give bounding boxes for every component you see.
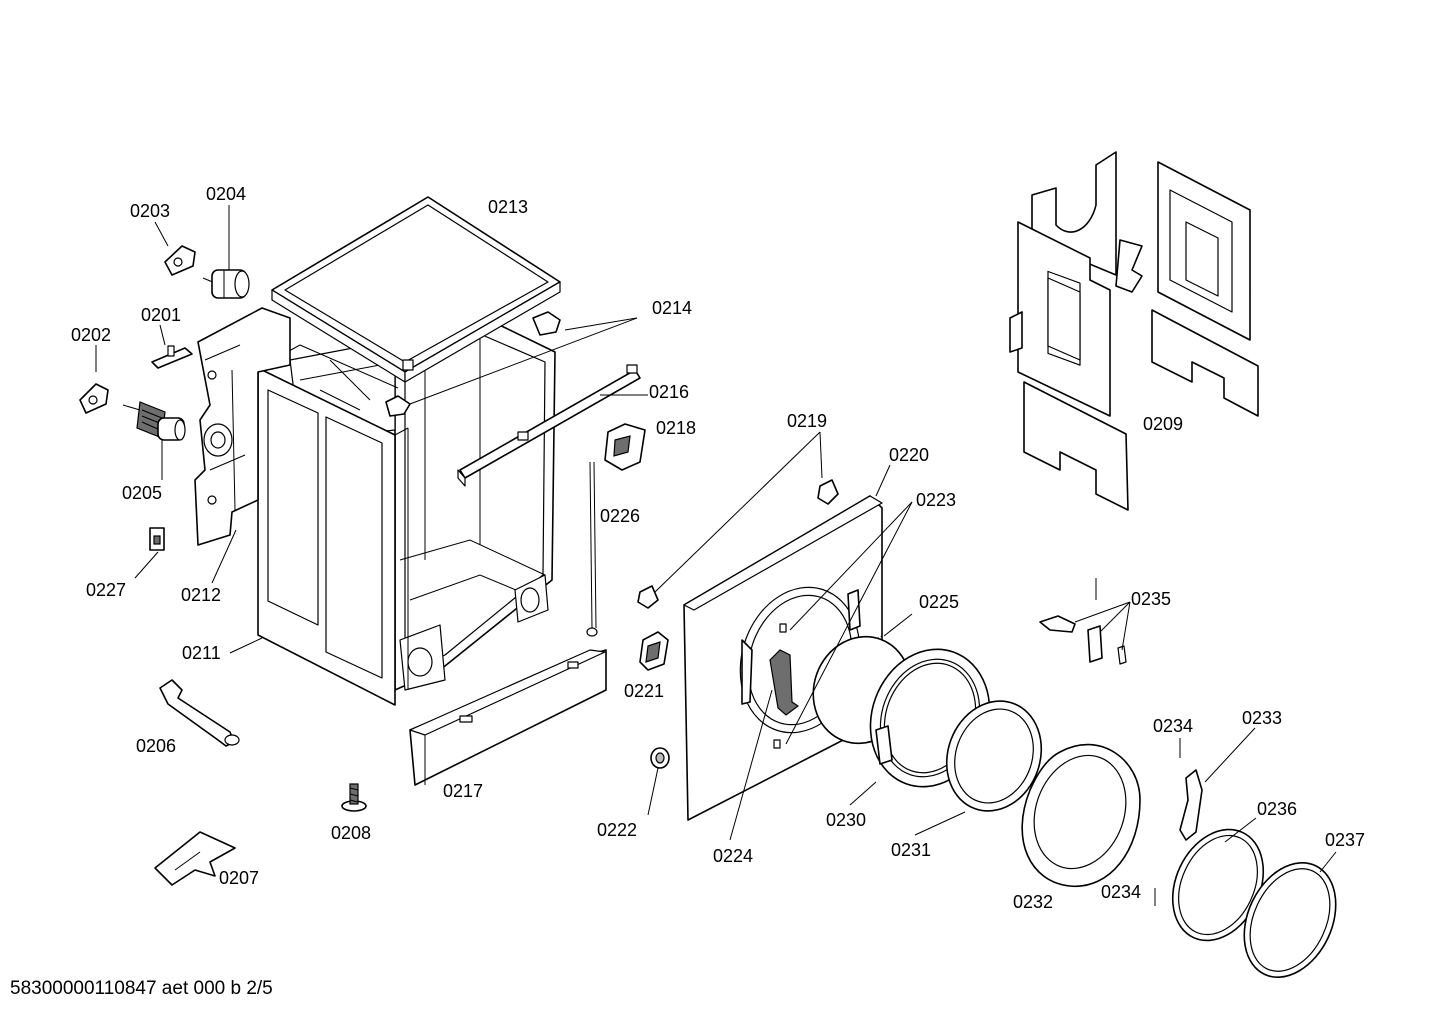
label-0216: 0216	[649, 382, 689, 402]
spanner-0206	[159, 679, 240, 747]
label-0237: 0237	[1325, 830, 1365, 850]
label-0219: 0219	[787, 411, 827, 431]
label-0227: 0227	[86, 580, 126, 600]
door-trim-ring-0237	[1243, 861, 1337, 979]
label-0201: 0201	[141, 305, 181, 325]
door-handle-part	[1154, 738, 1203, 906]
side-panel-part	[194, 307, 291, 546]
label-0231: 0231	[891, 840, 931, 860]
label-0222: 0222	[597, 820, 637, 840]
insulation-panels-part	[1009, 151, 1259, 511]
door-outer-ring-part	[1021, 743, 1141, 887]
label-0212: 0212	[181, 585, 221, 605]
label-0230: 0230	[826, 810, 866, 830]
label-0214: 0214	[652, 298, 692, 318]
label-0236: 0236	[1257, 799, 1297, 819]
cable-tie-part	[586, 461, 598, 637]
document-code-footer: 58300000110847 aet 000 b 2/5	[10, 978, 273, 999]
label-0204: 0204	[206, 184, 246, 204]
label-0202: 0202	[71, 325, 111, 345]
cover-plate-0207	[154, 831, 236, 886]
label-0223: 0223	[916, 490, 956, 510]
label-0205: 0205	[122, 483, 162, 503]
door-lock-part	[604, 423, 646, 471]
label-0211: 0211	[182, 643, 221, 663]
label-0234-lower: 0234	[1101, 882, 1141, 902]
label-0208: 0208	[331, 823, 371, 843]
top-cover-part	[271, 196, 561, 383]
bracket-part	[385, 311, 561, 417]
label-0221: 0221	[624, 681, 664, 701]
leader-lines	[95, 205, 1337, 873]
label-0220: 0220	[889, 445, 929, 465]
label-0232: 0232	[1013, 892, 1053, 912]
label-0226: 0226	[600, 506, 640, 526]
cabinet-body-part	[257, 317, 556, 706]
label-0218: 0218	[656, 418, 696, 438]
bushing-0222	[650, 747, 670, 769]
clip-0227	[149, 527, 165, 551]
foot-screw-0208	[341, 783, 367, 812]
label-0234-upper: 0234	[1153, 716, 1193, 736]
label-0225: 0225	[919, 592, 959, 612]
label-0233: 0233	[1242, 708, 1282, 728]
clip-0201	[151, 345, 193, 369]
adjuster-knob-0203	[164, 245, 196, 276]
label-0209: 0209	[1143, 414, 1183, 434]
door-glass-part	[945, 700, 1043, 812]
label-0203: 0203	[130, 201, 170, 221]
label-0217: 0217	[443, 781, 483, 801]
label-0235: 0235	[1131, 589, 1171, 609]
shock-absorber-0204	[202, 269, 250, 299]
hinge-set-0235	[1039, 578, 1127, 665]
label-0224: 0224	[713, 846, 753, 866]
plinth-part	[409, 649, 607, 786]
label-0207: 0207	[219, 868, 259, 888]
cross-brace-part	[457, 364, 641, 487]
hinge-part-0219	[637, 479, 839, 609]
label-0206: 0206	[136, 736, 176, 756]
shock-absorber-0205	[122, 401, 186, 441]
part-labels: 0203 0204 0213 0201 0214 0202 0216 0218 …	[71, 184, 1365, 912]
hinge-part-0221	[639, 631, 669, 671]
label-0213: 0213	[488, 197, 528, 217]
adjuster-knob-0202	[79, 383, 109, 414]
